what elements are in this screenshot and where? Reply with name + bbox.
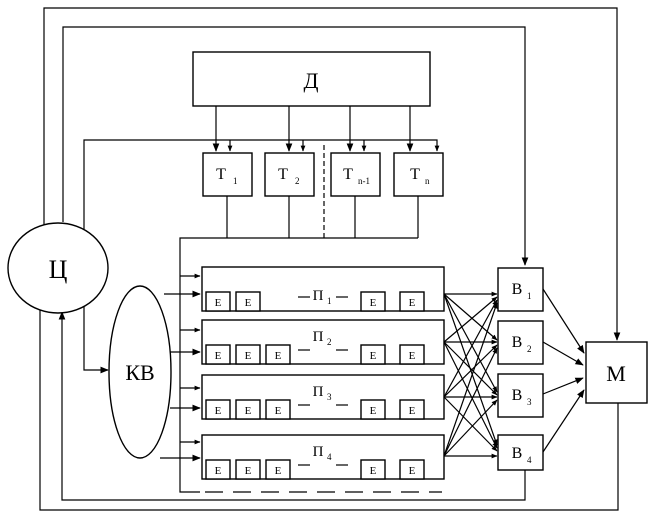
line-v4-feedback [58, 311, 526, 501]
v-block-3-label: В [512, 387, 523, 404]
v-block-2-sub: 2 [527, 344, 532, 354]
line-ts-to-m [43, 7, 621, 341]
t-block-n-label: Т [410, 166, 420, 183]
t-block-n-1-label: Т [343, 166, 353, 183]
p2-cell: Е [245, 350, 252, 362]
m-block-label: М [606, 361, 626, 386]
v-to-m-arrows [542, 288, 585, 453]
t-block-2-label: Т [278, 166, 288, 183]
p4-cell: Е [215, 465, 222, 477]
p4-cell: Е [275, 465, 282, 477]
p3-cell: Е [215, 405, 222, 417]
p-to-v-connections [443, 291, 498, 459]
outer-connections [36, 7, 621, 511]
p3-cell: Е [275, 405, 282, 417]
p4-cell: Е [370, 465, 377, 477]
v-block-4-label: В [512, 445, 523, 462]
line-to-t-blocks [83, 139, 440, 310]
p2-cell: Е [275, 350, 282, 362]
p-block-2-label: П [313, 329, 324, 345]
p-block-3-label: П [313, 384, 324, 400]
d-block: Д [192, 51, 431, 107]
ts-circle: Ц [7, 222, 109, 314]
kv-to-p-arrows [160, 273, 201, 462]
p-block-4-sub: 4 [327, 452, 332, 462]
v-block-1-sub: 1 [527, 291, 532, 301]
kv-label: КВ [125, 360, 154, 385]
p3-cell: Е [409, 405, 416, 417]
t-block-n-1-sub: n-1 [358, 176, 370, 186]
v-block-2-label: В [512, 334, 523, 351]
p1-cell: Е [245, 297, 252, 309]
line-ts-to-kv [83, 310, 109, 374]
v-block-3-sub: 3 [527, 397, 532, 407]
p-block-3: Е Е Е Е Е П 3 [201, 374, 445, 420]
v-block-1: В 1 [497, 267, 544, 312]
d-to-t-arrows [212, 106, 414, 152]
t-block-n-1: Т n-1 [330, 152, 381, 197]
p-block-1-sub: 1 [327, 296, 332, 306]
v-block-3: В 3 [497, 373, 544, 418]
t-block-2: Т 2 [264, 152, 315, 197]
t-block-n: Т n [393, 152, 444, 197]
p-block-2: Е Е Е Е Е П 2 [201, 319, 445, 365]
d-block-label: Д [303, 68, 318, 93]
p2-cell: Е [370, 350, 377, 362]
p1-cell: Е [370, 297, 377, 309]
p2-cell: Е [409, 350, 416, 362]
line-m-feedback [36, 299, 619, 511]
p4-cell: Е [409, 465, 416, 477]
t-output-lines [179, 196, 419, 493]
p-block-1: Е Е Е Е П 1 [201, 266, 445, 312]
t-block-2-sub: 2 [295, 176, 300, 186]
p1-cell: Е [215, 297, 222, 309]
v-block-1-label: В [512, 281, 523, 298]
p-block-3-sub: 3 [327, 392, 332, 402]
t-block-1-label: Т [216, 166, 226, 183]
p4-cell: Е [245, 465, 252, 477]
v-block-4: В 4 [497, 434, 544, 471]
ts-label: Ц [49, 255, 68, 284]
p2-cell: Е [215, 350, 222, 362]
p1-cell: Е [409, 297, 416, 309]
v-block-4-sub: 4 [527, 455, 532, 465]
m-block: М [585, 341, 648, 404]
p3-cell: Е [245, 405, 252, 417]
p3-cell: Е [370, 405, 377, 417]
v-block-2: В 2 [497, 320, 544, 365]
kv-ellipse: КВ [108, 285, 172, 459]
p-block-2-sub: 2 [327, 337, 332, 347]
line-ts-to-v1 [62, 26, 529, 266]
p-block-1-label: П [313, 288, 324, 304]
t-block-n-sub: n [425, 176, 430, 186]
t-block-1: Т 1 [202, 152, 253, 197]
p-block-4-label: П [313, 444, 324, 460]
t-block-1-sub: 1 [233, 176, 238, 186]
p-block-4: Е Е Е Е Е П 4 [201, 434, 445, 480]
